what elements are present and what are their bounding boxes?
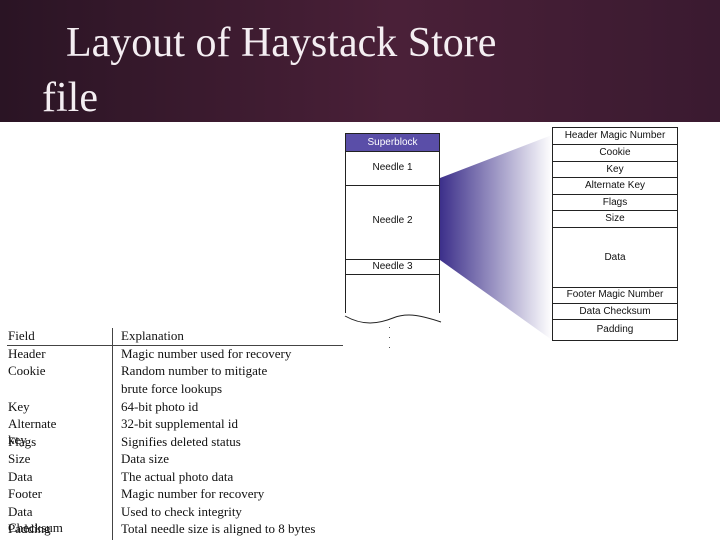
store-divider <box>346 151 439 152</box>
field-cookie: Cookie <box>599 147 631 158</box>
continuation-dots: ··· <box>388 322 391 352</box>
table-row-field: Alternate key <box>8 416 57 447</box>
field-divider <box>553 194 677 195</box>
field-divider <box>553 177 677 178</box>
table-row-explanation: brute force lookups <box>121 381 223 396</box>
field-key: Key <box>606 164 624 175</box>
table-row-field: Flags <box>8 434 37 449</box>
superblock-block: Superblock <box>346 134 439 151</box>
store-divider <box>346 274 439 275</box>
table-row-explanation: Signifies deleted status <box>121 434 241 449</box>
table-row-field: Data <box>8 469 33 484</box>
field-divider <box>553 287 677 288</box>
table-row-field: Cookie <box>8 363 46 378</box>
table-row-explanation: Random number to mitigate <box>121 363 268 378</box>
table-row-field: Footer <box>8 486 42 501</box>
table-row-explanation: Magic number for recovery <box>121 486 265 501</box>
table-row-explanation: 64-bit photo id <box>121 399 199 414</box>
needle-3-block: Needle 3 <box>372 261 413 272</box>
needle-format-diagram: Header Magic Number Cookie Key Alternate… <box>552 127 678 341</box>
field-divider <box>553 210 677 211</box>
table-header-field: Field <box>8 328 35 343</box>
needle-2-block: Needle 2 <box>372 215 413 226</box>
table-header-divider <box>7 345 343 346</box>
field-divider <box>553 227 677 228</box>
wedge-shape <box>440 135 552 340</box>
table-row-field: Header <box>8 346 46 361</box>
field-data-checksum: Data Checksum <box>579 306 651 317</box>
store-divider <box>346 259 439 260</box>
table-row-field: Size <box>8 451 31 466</box>
title-bar: Layout of Haystack Store file <box>0 0 720 122</box>
table-row-field: Data Checksum <box>8 504 63 535</box>
slide-title-line-1: Layout of Haystack Store <box>66 20 497 66</box>
field-divider <box>553 319 677 320</box>
table-row-explanation: The actual photo data <box>121 469 234 484</box>
table-row-explanation: Data size <box>121 451 170 466</box>
field-header-magic: Header Magic Number <box>564 130 666 141</box>
table-header-explanation: Explanation <box>121 328 184 343</box>
table-row-explanation: 32-bit supplemental id <box>121 416 238 431</box>
field-size: Size <box>605 213 625 224</box>
field-alternate-key: Alternate Key <box>584 180 646 191</box>
field-footer-magic: Footer Magic Number <box>566 289 664 300</box>
field-divider <box>553 144 677 145</box>
torn-edge <box>344 314 442 324</box>
field-divider <box>553 161 677 162</box>
needle-1-block: Needle 1 <box>372 162 413 173</box>
table-row-field: Key <box>8 399 30 414</box>
field-padding: Padding <box>596 324 634 335</box>
table-column-divider <box>112 328 113 540</box>
table-row-explanation: Used to check integrity <box>121 504 242 519</box>
store-divider <box>346 185 439 186</box>
table-row-field: Padding <box>8 521 51 536</box>
field-data: Data <box>604 252 626 263</box>
slide-title-line-2: file <box>42 75 98 121</box>
table-row-explanation: Total needle size is aligned to 8 bytes <box>121 521 316 536</box>
field-divider <box>553 303 677 304</box>
store-file-diagram: Superblock Needle 1 Needle 2 Needle 3 <box>345 133 440 313</box>
field-flags: Flags <box>602 197 628 208</box>
table-row-explanation: Magic number used for recovery <box>121 346 292 361</box>
